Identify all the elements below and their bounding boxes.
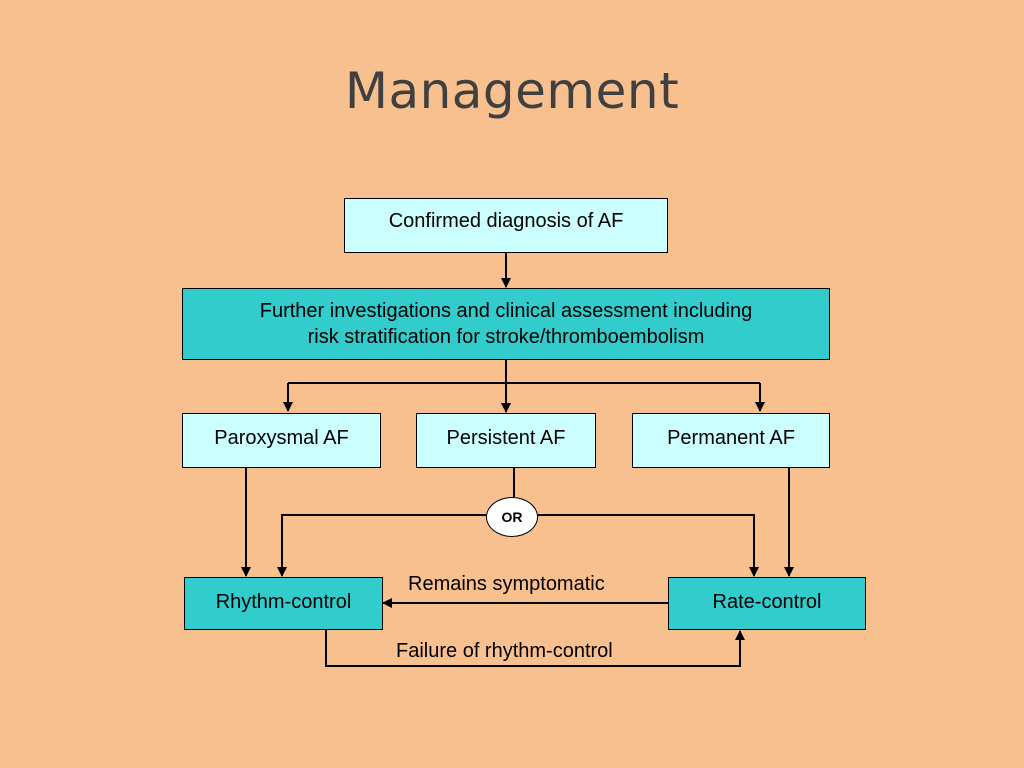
arrow-or-to-rate: [538, 514, 759, 577]
node-investigations-line1: Further investigations and clinical asse…: [259, 300, 753, 322]
page-title: Management: [344, 62, 680, 120]
node-confirmed-diagnosis: Confirmed diagnosis of AF: [344, 198, 668, 253]
node-paroxysmal-af: Paroxysmal AF: [182, 413, 381, 468]
node-confirmed-diagnosis-label: Confirmed diagnosis of AF: [388, 210, 624, 232]
node-persistent-af: Persistent AF: [416, 413, 596, 468]
node-permanent-label: Permanent AF: [667, 427, 795, 449]
edge-label-remains-symptomatic: Remains symptomatic: [408, 573, 605, 595]
node-paroxysmal-label: Paroxysmal AF: [214, 427, 349, 449]
node-further-investigations: Further investigations and clinical asse…: [182, 288, 830, 360]
node-or: OR: [486, 497, 538, 537]
node-rate-label: Rate-control: [712, 591, 822, 613]
node-persistent-label: Persistent AF: [446, 427, 566, 449]
edge-label-failure-rhythm-control: Failure of rhythm-control: [396, 640, 613, 662]
node-rate-control: Rate-control: [668, 577, 866, 630]
node-permanent-af: Permanent AF: [632, 413, 830, 468]
arrow-or-to-rhythm: [277, 514, 486, 577]
node-or-label: OR: [501, 509, 523, 525]
node-rhythm-control: Rhythm-control: [184, 577, 383, 630]
node-rhythm-label: Rhythm-control: [215, 591, 352, 613]
arrow-failure-rhythm-control: [325, 630, 745, 667]
node-investigations-line2: risk stratification for stroke/thromboem…: [307, 326, 705, 348]
